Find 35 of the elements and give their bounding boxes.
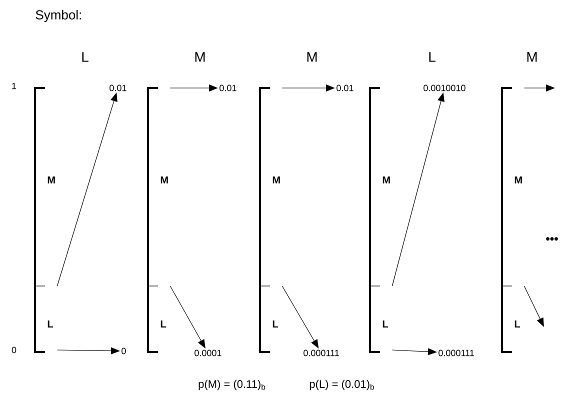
- symbol-letter: M: [527, 52, 537, 62]
- value-label: 0.000111: [438, 350, 474, 356]
- interval-bracket: [34, 87, 55, 353]
- interval-letter: L: [514, 320, 520, 328]
- interval-bracket: [369, 87, 390, 353]
- symbol-letter: L: [82, 52, 88, 62]
- value-label: 0.0001: [194, 350, 222, 356]
- axis-value: 0: [12, 346, 16, 354]
- value-label: 0.01: [220, 84, 236, 92]
- symbol-letter: M: [307, 52, 317, 62]
- interval-letter: M: [160, 176, 168, 184]
- interval-letter: L: [48, 320, 53, 328]
- interval-bracket: [501, 87, 522, 353]
- interval-bracket: [259, 87, 280, 353]
- probability-formula: p(M) = (0.11)$_{b}$: [198, 380, 266, 390]
- value-label: 0.01: [336, 84, 354, 92]
- interval-letter: L: [382, 320, 388, 328]
- value-label: 0: [122, 348, 126, 354]
- value-label: 0.01: [110, 84, 126, 92]
- interval-letter: M: [382, 176, 390, 184]
- symbol-letter: M: [195, 52, 205, 62]
- probability-formula: p(L) = (0.01)$_{b}$: [310, 380, 374, 390]
- interval-bracket: [147, 87, 168, 353]
- symbol-letter: L: [429, 52, 436, 62]
- interval-letter: M: [48, 176, 55, 184]
- interval-letter: M: [514, 176, 522, 184]
- value-label: 0.0010010: [424, 84, 466, 92]
- ellipsis: •••: [546, 237, 558, 241]
- title: Symbol:: [36, 10, 81, 22]
- value-label: 0.000111: [304, 350, 339, 356]
- interval-letter: M: [272, 176, 280, 184]
- interval-letter: L: [160, 320, 166, 328]
- axis-value: 1: [12, 82, 16, 90]
- interval-letter: L: [272, 320, 278, 328]
- arrow: [524, 286, 544, 327]
